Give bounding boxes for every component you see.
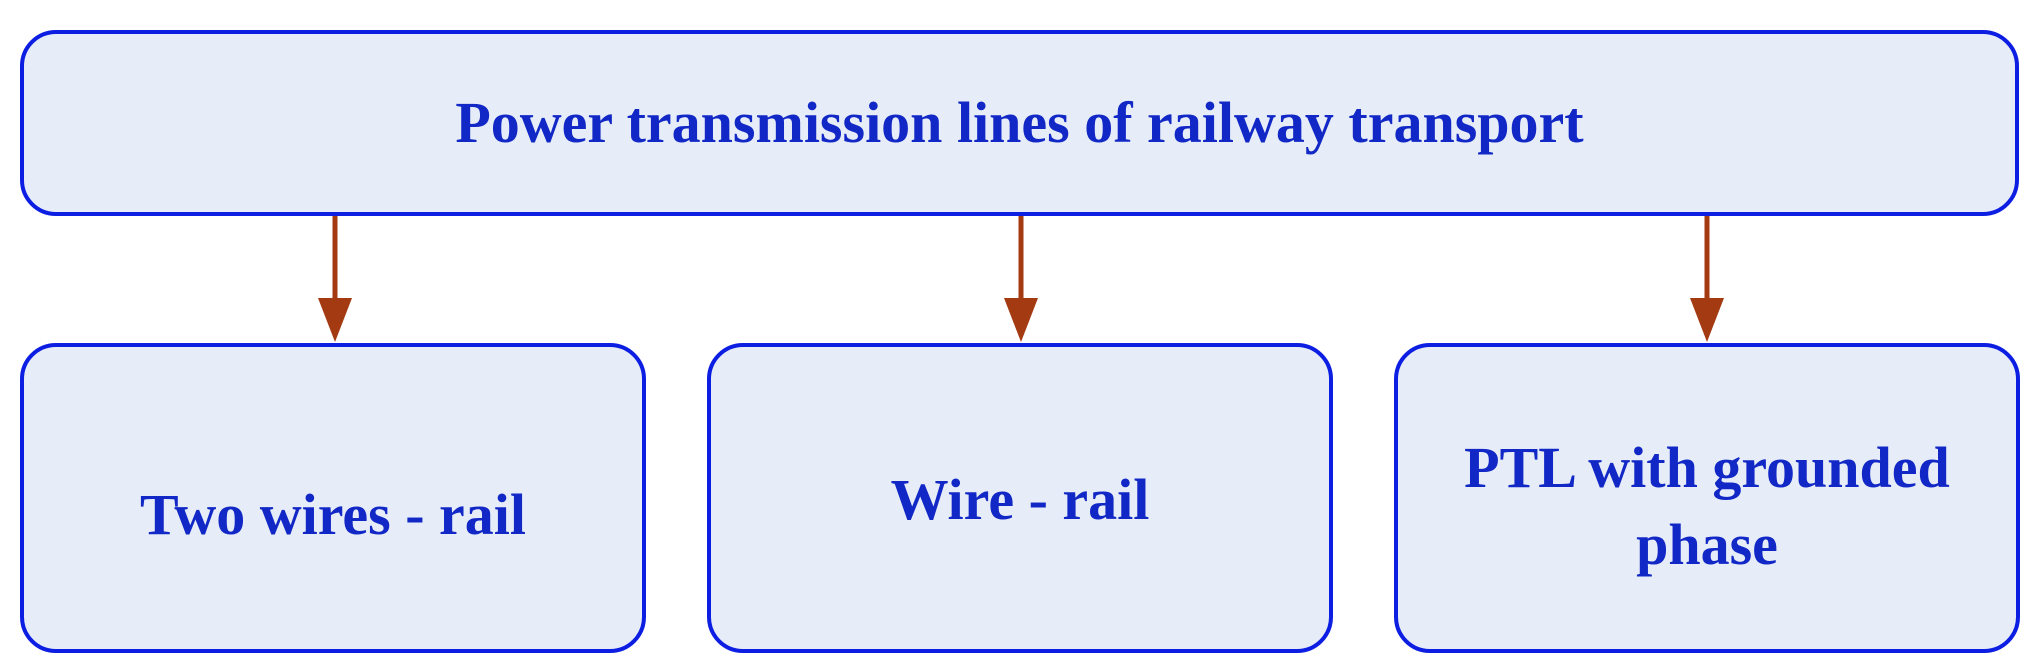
child-node-label: Two wires - rail [139,482,527,548]
child-node-two-wires-rail: Two wires - rail [20,343,646,653]
root-node-label: Power transmission lines of railway tran… [455,90,1584,156]
arrow-to-two-wires-rail [318,216,352,342]
child-node-wire-rail: Wire - rail [707,343,1333,653]
arrow-to-wire-rail [1004,216,1038,342]
child-node-label: PTL with grounded phase [1464,435,1950,577]
child-node-ptl-grounded-phase: PTL with grounded phase [1394,343,2020,653]
child-node-label: Wire - rail [890,467,1150,533]
root-node: Power transmission lines of railway tran… [20,30,2019,216]
arrow-to-ptl-grounded-phase [1690,216,1724,342]
